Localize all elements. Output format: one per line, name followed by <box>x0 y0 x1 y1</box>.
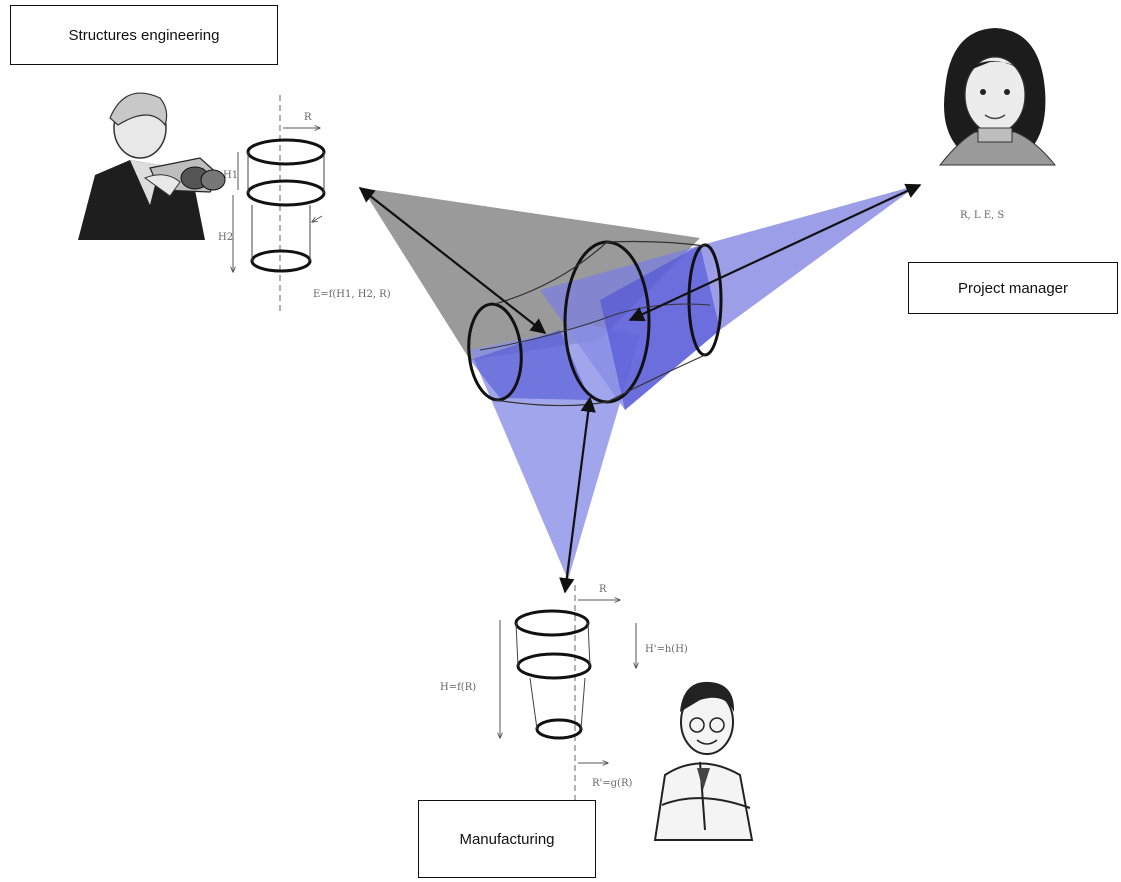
project-manager-params: R, L E, S <box>960 210 1004 221</box>
arrow-manufacturing <box>559 396 596 594</box>
manufacturing-h-prime-formula: H'=h(H) <box>645 644 688 655</box>
manufacturing-r-prime-formula: R'=g(R) <box>592 778 632 789</box>
project-manager-label: Project manager <box>908 262 1118 314</box>
object-outline <box>494 240 706 407</box>
arrow-project <box>628 183 922 322</box>
manufacturing-label: Manufacturing <box>418 800 596 878</box>
manufacturing-avatar <box>653 681 754 841</box>
structures-sketch: R H1 H2 E=f(H1, H2, R) <box>218 95 391 312</box>
manufacturing-r-label: R <box>599 584 607 595</box>
arrow-structures <box>358 187 547 334</box>
structures-r-label: R <box>304 112 312 123</box>
project-manager-avatar <box>938 28 1057 166</box>
manufacturing-sketch: R H=f(R) H'=h(H) R'=g(R) <box>440 584 688 818</box>
structures-engineering-label: Structures engineering <box>10 5 278 65</box>
structures-h1-label: H1 <box>223 170 238 181</box>
projection-planes <box>362 185 918 580</box>
blue-plane-dark-2 <box>470 330 590 400</box>
structures-engineer-avatar <box>78 92 226 240</box>
structures-formula: E=f(H1, H2, R) <box>313 289 391 300</box>
viewpoint-arrows <box>358 183 922 594</box>
manufacturing-h-formula: H=f(R) <box>440 682 476 693</box>
structures-h2-label: H2 <box>218 232 233 243</box>
